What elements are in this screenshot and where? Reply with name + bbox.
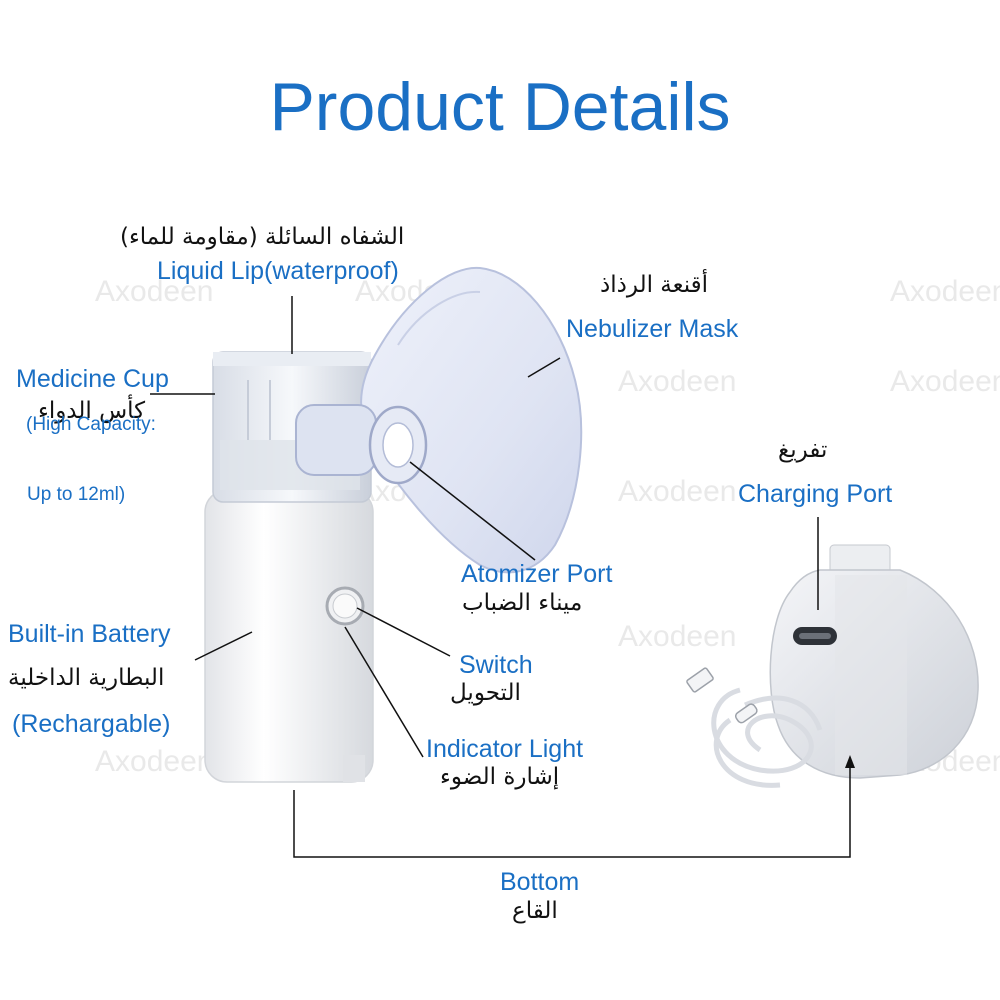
nebulizer-mask-graphic: [295, 266, 583, 574]
nebulizer-mask-label: Nebulizer Mask: [566, 315, 739, 343]
medicine-cup-label-ar: كأس الدواء: [38, 398, 146, 424]
indicator-light-label: Indicator Light: [426, 735, 584, 763]
arrow-head: [845, 755, 855, 768]
watermark-text: Axodeen: [890, 365, 1000, 398]
bottom-label: Bottom: [500, 868, 580, 896]
watermark-text: Axodeen: [95, 745, 214, 778]
indicator-light-label-ar: إشارة الضوء: [440, 764, 560, 790]
charging-port-label: Charging Port: [738, 480, 893, 508]
medicine-cup-capacity-value: Up to 12ml): [27, 484, 126, 505]
switch-label-ar: التحويل: [450, 680, 521, 706]
nebulizer-mask-label-ar: أقنعة الرذاذ: [600, 272, 709, 298]
built-in-battery-label-ar: البطارية الداخلية: [8, 665, 165, 691]
medicine-cup-capacity-note: (High Capacity:: [26, 414, 156, 435]
usb-cable-graphic: [711, 687, 823, 788]
watermark-text: Axodeen: [618, 475, 737, 508]
liquid-lip-label: Liquid Lip(waterproof): [157, 257, 399, 285]
atomizer-port-label-ar: ميناء الضباب: [462, 590, 583, 616]
built-in-battery-label: Built-in Battery: [8, 620, 171, 648]
charging-base-graphic: [769, 544, 979, 779]
usb-c-plug-graphic: [734, 703, 758, 724]
page-title: Product Details: [269, 69, 731, 145]
built-in-battery-note: (Rechargable): [12, 710, 171, 738]
watermark-text: Axodeen: [618, 620, 737, 653]
medicine-cup-label: Medicine Cup: [16, 365, 169, 393]
switch-button-graphic: [325, 586, 365, 626]
switch-label: Switch: [459, 651, 533, 679]
watermark-text: Axodeen: [618, 365, 737, 398]
bottom-label-ar: القاع: [512, 898, 558, 924]
liquid-lip-label-ar: الشفاه السائلة (مقاومة للماء): [120, 224, 405, 250]
atomizer-port-label: Atomizer Port: [461, 560, 613, 588]
leader-lines: [150, 296, 851, 858]
charging-port-label-ar: تفريغ: [778, 437, 828, 463]
watermark-text: Axodeen: [95, 275, 214, 308]
usb-a-plug-graphic: [686, 667, 714, 693]
nebulizer-device: [204, 351, 374, 783]
watermark-text: Axodeen: [890, 275, 1000, 308]
